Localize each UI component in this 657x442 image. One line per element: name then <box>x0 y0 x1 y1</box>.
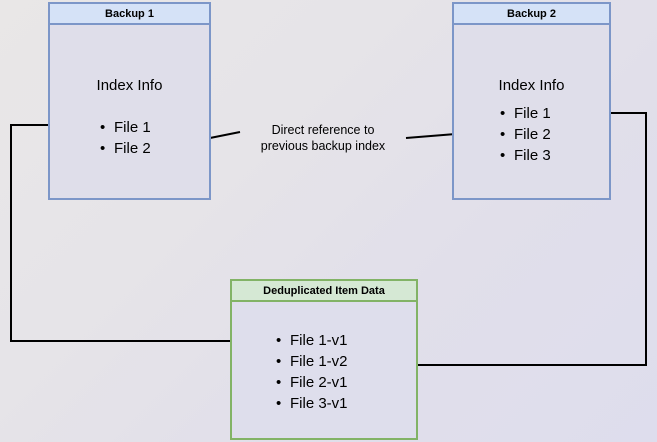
node-backup-2-header: Backup 2 <box>454 4 609 25</box>
edge-backup2-file1-to-dedup <box>385 112 647 369</box>
node-backup-1[interactable]: Backup 1 Index Info File 1 File 2 <box>48 2 211 200</box>
node-dedup-body: File 1-v1 File 1-v2 File 2-v1 File 3-v1 <box>232 302 416 438</box>
list-item: File 3 <box>498 145 551 166</box>
list-item: File 1-v2 <box>274 351 348 372</box>
node-backup-1-header: Backup 1 <box>50 4 209 25</box>
list-item: File 1 <box>98 117 151 138</box>
list-item: File 2 <box>98 138 151 159</box>
node-deduplicated-item-data[interactable]: Deduplicated Item Data File 1-v1 File 1-… <box>230 279 418 440</box>
node-backup-2-index-label: Index Info <box>498 77 565 94</box>
node-dedup-header: Deduplicated Item Data <box>232 281 416 302</box>
node-backup-1-file-list: File 1 File 2 <box>98 117 151 159</box>
node-backup-2-body: Index Info File 1 File 2 File 3 <box>454 25 609 198</box>
list-item: File 3-v1 <box>274 393 348 414</box>
list-item: File 1 <box>498 103 551 124</box>
node-backup-1-body: Index Info File 1 File 2 <box>50 25 209 198</box>
edge-label-direct-reference: Direct reference to previous backup inde… <box>260 123 386 153</box>
node-backup-1-index-label: Index Info <box>96 77 163 94</box>
list-item: File 2-v1 <box>274 372 348 393</box>
list-item: File 1-v1 <box>274 330 348 351</box>
list-item: File 2 <box>498 124 551 145</box>
node-backup-2-file-list: File 1 File 2 File 3 <box>498 103 551 166</box>
node-backup-2[interactable]: Backup 2 Index Info File 1 File 2 File 3 <box>452 2 611 200</box>
node-dedup-file-list: File 1-v1 File 1-v2 File 2-v1 File 3-v1 <box>274 330 348 414</box>
